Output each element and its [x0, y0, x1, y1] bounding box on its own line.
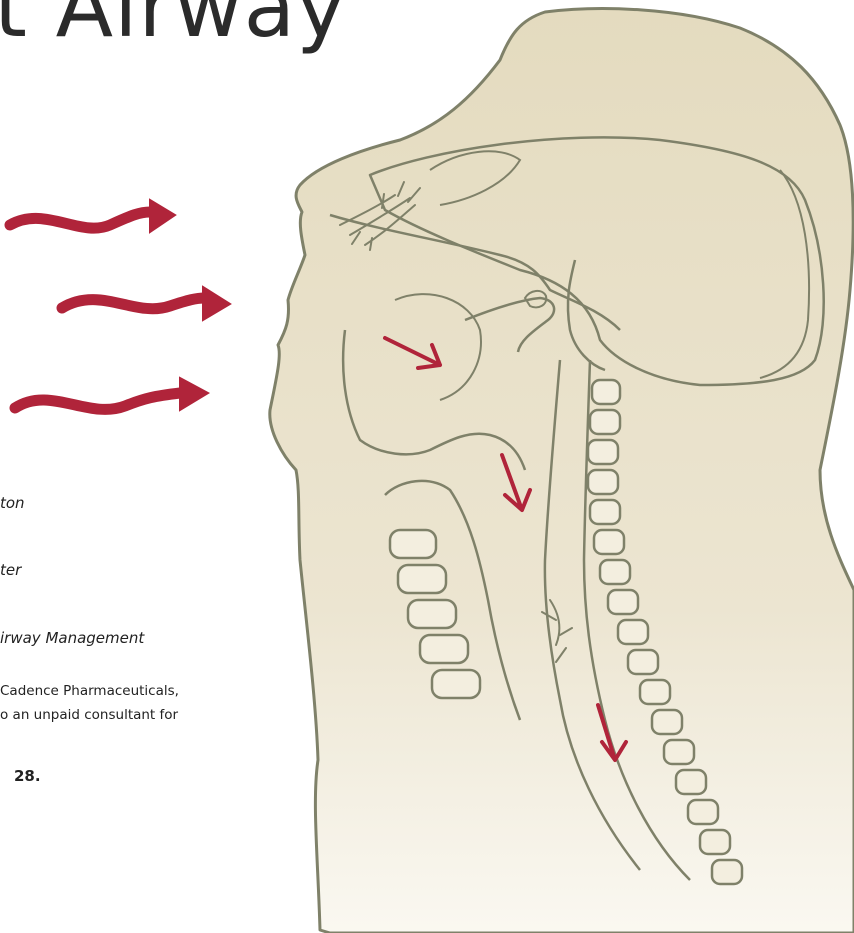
airflow-wave-middle — [62, 298, 205, 309]
page-title: t Airway — [0, 0, 347, 56]
author-line-2: ter — [0, 561, 21, 579]
author-line-3: irway Management — [0, 629, 144, 647]
airflow-wave-top — [10, 212, 150, 228]
external-airflow-arrows — [10, 200, 230, 410]
author-line-1: ton — [0, 494, 25, 512]
airflow-arrowhead-bottom — [180, 378, 208, 410]
disclosure-line-1: Cadence Pharmaceuticals, — [0, 679, 179, 703]
disclosure-line-2: o an unpaid consultant for — [0, 703, 178, 727]
airflow-arrowhead-middle — [203, 287, 230, 320]
reference-number: 28. — [14, 767, 41, 785]
head-silhouette — [270, 9, 854, 933]
airflow-arrowhead-top — [150, 200, 175, 232]
airflow-wave-bottom — [15, 393, 180, 409]
